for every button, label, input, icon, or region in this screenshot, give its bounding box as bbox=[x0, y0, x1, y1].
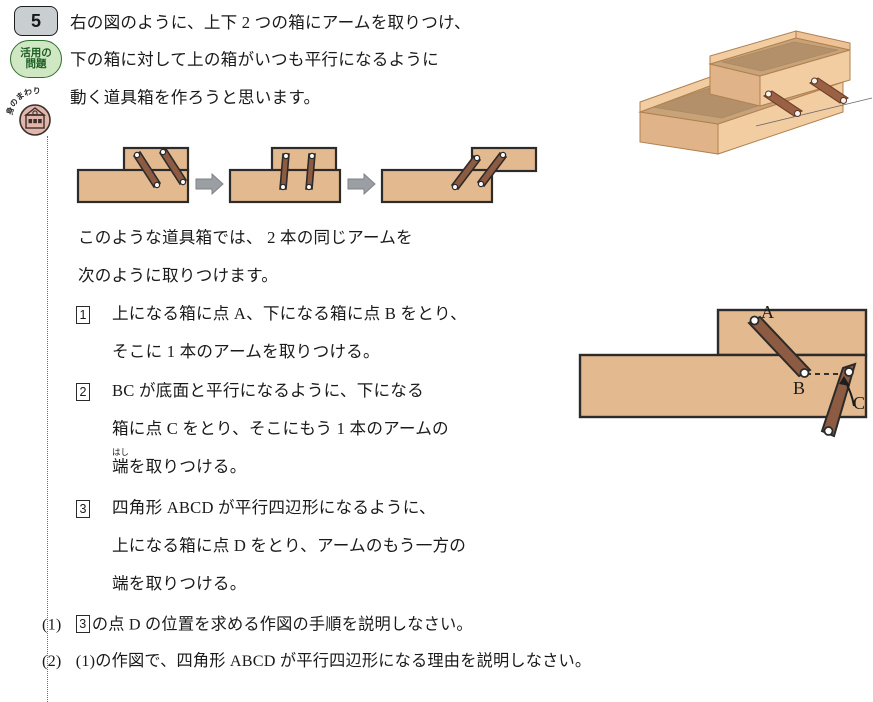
step-2-marker: 2 bbox=[76, 383, 92, 401]
arm-link-1 bbox=[762, 90, 804, 117]
ruby-hashi: はし 端 bbox=[112, 448, 129, 476]
margin-dotted-rule bbox=[47, 136, 48, 702]
step-1-marker: 1 bbox=[76, 306, 92, 324]
arm bbox=[279, 152, 290, 191]
step-3-line-3: 端を取りつける。 bbox=[112, 574, 247, 593]
step-1-line-1: 上になる箱に点 A、下になる箱に点 B をとり、 bbox=[112, 304, 467, 323]
body-line-1: このような道具箱では、 2 本の同じアームを bbox=[78, 228, 413, 247]
step-3-marker-box: 3 bbox=[76, 500, 91, 518]
abcd-parallelogram-diagram: A B C bbox=[578, 296, 873, 446]
step-1-marker-box: 1 bbox=[76, 306, 91, 324]
step-3-line-2: 上になる箱に点 D をとり、アームのもう一方の bbox=[112, 536, 467, 555]
theme-badge: 身のまわり bbox=[4, 84, 62, 136]
sequence-panel-right bbox=[380, 146, 538, 204]
problem-number-label: 5 bbox=[30, 10, 41, 31]
intro-line-3: 動く道具箱を作ろうと思います。 bbox=[70, 88, 321, 107]
question-2: (2) (1)の作図で、四角形 ABCD が平行四辺形になる理由を説明しなさい。 bbox=[42, 653, 591, 669]
step-3-marker: 3 bbox=[76, 500, 92, 518]
rotation-arrow bbox=[839, 376, 855, 407]
step-2-line-3-rest: を取りつける。 bbox=[128, 457, 247, 476]
arm bbox=[476, 151, 508, 188]
question-1-number: (1) bbox=[42, 615, 62, 634]
step-2-line-2: 箱に点 C をとり、そこにもう 1 本のアームの bbox=[112, 419, 449, 438]
arm bbox=[158, 147, 188, 186]
arm-link-2 bbox=[808, 77, 850, 104]
building-icon: 身のまわり bbox=[4, 86, 51, 136]
question-1-text: の点 D の位置を求める作図の手順を説明しなさい。 bbox=[91, 615, 473, 634]
label-point-a: A bbox=[761, 302, 774, 322]
problem-number-badge: 5 bbox=[14, 6, 58, 36]
sequence-arrow-2 bbox=[347, 172, 376, 196]
step-3-line-1: 四角形 ABCD が平行四辺形になるように、 bbox=[112, 498, 436, 517]
sequence-panel-center bbox=[228, 146, 342, 204]
step-1-line-2: そこに 1 本のアームを取りつける。 bbox=[112, 342, 380, 361]
problem-kind-line1: 活用の bbox=[20, 46, 52, 59]
intro-line-2: 下の箱に対して上の箱がいつも平行になるように bbox=[70, 50, 439, 69]
arm-ab bbox=[747, 315, 812, 378]
step-2-marker-box: 2 bbox=[76, 383, 91, 401]
step-2-line-1: BC が底面と平行になるように、下になる bbox=[112, 381, 424, 400]
toolbox-motion-sequence bbox=[76, 146, 586, 208]
sequence-panel-left bbox=[76, 146, 190, 204]
ruby-reading: はし bbox=[112, 447, 130, 457]
question-2-number: (2) bbox=[42, 652, 62, 670]
body-line-2: 次のように取りつけます。 bbox=[78, 266, 279, 285]
arm bbox=[132, 150, 162, 189]
question-2-text: (1)の作図で、四角形 ABCD が平行四辺形になる理由を説明しなさい。 bbox=[75, 652, 592, 670]
label-point-b: B bbox=[793, 378, 805, 398]
ruby-base: 端 bbox=[112, 457, 129, 476]
sequence-arrow-1 bbox=[195, 172, 224, 196]
step-2-line-3: はし 端 を取りつける。 bbox=[112, 448, 247, 476]
problem-kind-line2: 問題 bbox=[25, 58, 47, 70]
intro-line-1: 右の図のように、上下 2 つの箱にアームを取りつけ、 bbox=[70, 13, 471, 32]
arm bbox=[305, 152, 316, 191]
label-point-c: C bbox=[853, 393, 865, 413]
arm bbox=[450, 154, 482, 191]
toolbox-3d-illustration bbox=[638, 2, 873, 155]
problem-kind-badge: 活用の 問題 bbox=[10, 40, 62, 78]
question-1-ref-marker: 3 bbox=[75, 615, 90, 633]
